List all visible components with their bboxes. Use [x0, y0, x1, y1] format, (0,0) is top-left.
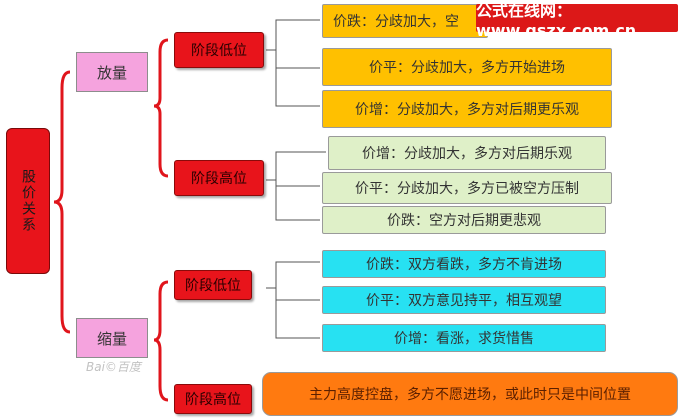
leaf-up-low-2: 价平：分歧加大，多方开始进场: [322, 48, 612, 86]
volume-up-stage-low-node: 阶段低位: [174, 32, 264, 68]
leaf-down-high-1: 主力高度控盘，多方不愿进场，或此时只是中间位置: [262, 372, 678, 416]
volume-up-bracket: [153, 38, 169, 178]
leaf-bracket-down-low: [266, 261, 320, 339]
leaf-bracket-up-low: [266, 19, 320, 107]
leaf-down-low-1: 价跌：双方看跌，多方不肯进场: [322, 250, 606, 278]
leaf-up-high-3: 价跌：空方对后期更悲观: [322, 206, 606, 234]
volume-up-stage-high-node: 阶段高位: [174, 160, 264, 196]
leaf-down-low-3: 价增：看涨，求货惜售: [322, 324, 606, 352]
leaf-bracket-up-high: [266, 151, 326, 221]
leaf-down-low-2: 价平：双方意见持平，相互观望: [322, 286, 606, 314]
leaf-up-high-1: 价增：分歧加大，多方对后期乐观: [328, 136, 606, 170]
volume-up-node: 放量: [76, 52, 148, 92]
leaf-up-low-3: 价增：分歧加大，多方对后期更乐观: [322, 90, 612, 128]
leaf-up-low-1: 价跌：分歧加大，空: [322, 4, 488, 38]
site-watermark: 公式在线网：www.gszx.com.cn: [476, 1, 678, 40]
volume-down-stage-low-node: 阶段低位: [174, 270, 252, 300]
baidu-watermark: Bai©百度: [86, 360, 141, 374]
volume-down-stage-high-node: 阶段高位: [174, 384, 252, 414]
root-node: 股价关系: [6, 128, 50, 274]
leaf-up-high-2: 价平：分歧加大，多方已被空方压制: [322, 172, 612, 204]
volume-down-node: 缩量: [76, 318, 148, 358]
root-bracket: [53, 70, 71, 334]
volume-down-bracket: [153, 280, 169, 402]
